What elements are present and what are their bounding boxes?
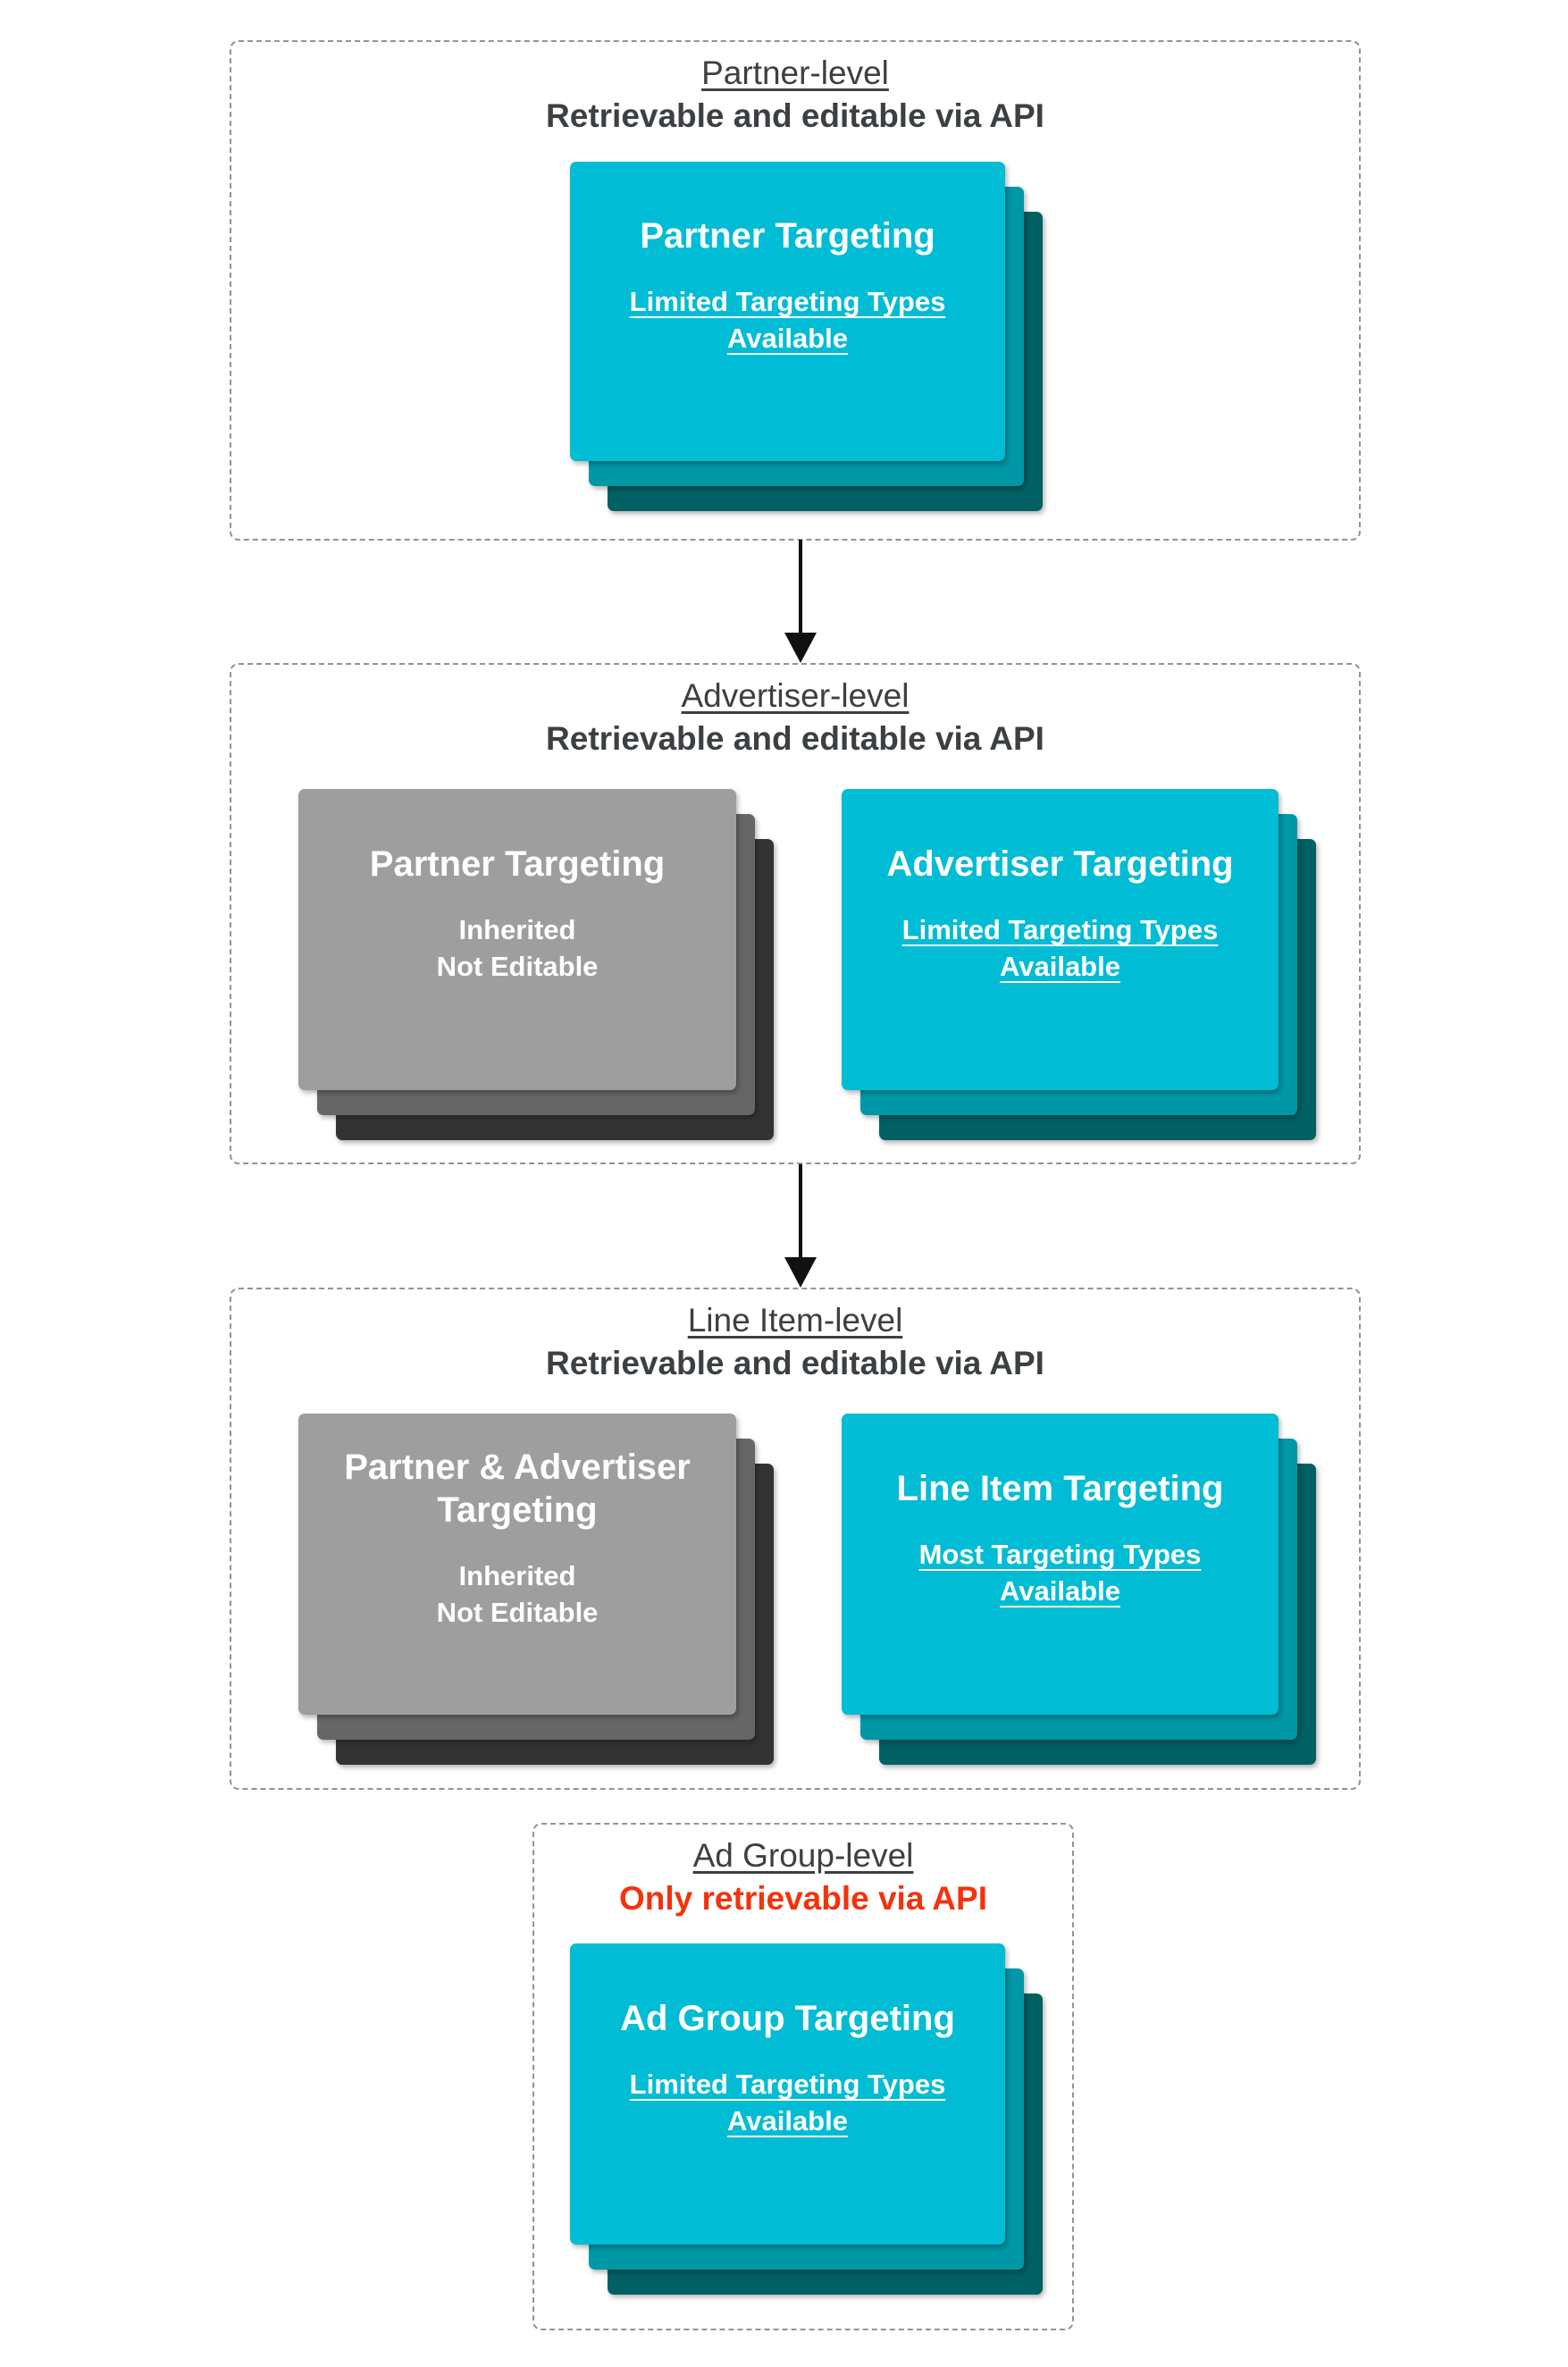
flow-arrow-advertiser-to-lineitem <box>784 1164 817 1288</box>
card-heading: Partner Targeting <box>369 844 666 884</box>
partner-targeting-card: Partner Targeting Limited Targeting Type… <box>570 162 1005 461</box>
arrow-line <box>799 540 802 634</box>
flow-arrow-partner-to-advertiser <box>784 540 817 663</box>
ad-group-level-title: Ad Group-level <box>692 1837 914 1874</box>
inherited-partner-advertiser-targeting-card-stack: Partner & Advertiser Targeting Inherited… <box>298 1414 774 1765</box>
card-heading: Line Item Targeting <box>896 1469 1224 1508</box>
inherited-partner-targeting-card: Partner Targeting Inherited Not Editable <box>298 789 736 1090</box>
ad-group-targeting-card-stack: Ad Group Targeting Limited Targeting Typ… <box>570 1943 1043 2295</box>
line-item-targeting-card: Line Item Targeting Most Targeting Types… <box>842 1414 1279 1715</box>
partner-level-box: Partner-level Retrievable and editable v… <box>230 40 1361 541</box>
advertiser-targeting-card-stack: Advertiser Targeting Limited Targeting T… <box>842 789 1316 1140</box>
ad-group-level-subtitle: Only retrievable via API <box>619 1880 987 1917</box>
card-heading: Advertiser Targeting <box>886 844 1234 884</box>
line-item-level-box: Line Item-level Retrievable and editable… <box>230 1288 1361 1790</box>
partner-targeting-card-stack: Partner Targeting Limited Targeting Type… <box>570 162 1043 511</box>
advertiser-level-box: Advertiser-level Retrievable and editabl… <box>230 663 1361 1164</box>
line-item-level-title: Line Item-level <box>687 1302 903 1339</box>
line-item-targeting-card-stack: Line Item Targeting Most Targeting Types… <box>842 1414 1316 1765</box>
card-heading: Partner Targeting <box>640 216 935 256</box>
card-heading: Partner & Advertiser Targeting <box>344 1448 691 1530</box>
advertiser-targeting-card: Advertiser Targeting Limited Targeting T… <box>842 789 1279 1090</box>
ad-group-targeting-card: Ad Group Targeting Limited Targeting Typ… <box>570 1943 1005 2245</box>
card-body: Most Targeting Types Available <box>918 1539 1202 1607</box>
ad-group-level-box: Ad Group-level Only retrievable via API … <box>532 1823 1074 2330</box>
card-heading: Ad Group Targeting <box>620 1999 955 2038</box>
inherited-partner-advertiser-targeting-card: Partner & Advertiser Targeting Inherited… <box>298 1414 736 1715</box>
card-body: Limited Targeting Types Available <box>629 286 946 355</box>
card-body: Limited Targeting Types Available <box>629 2069 946 2137</box>
advertiser-level-title: Advertiser-level <box>681 677 910 714</box>
advertiser-level-subtitle: Retrievable and editable via API <box>546 720 1044 757</box>
partner-level-title: Partner-level <box>701 55 889 91</box>
card-body: Inherited Not Editable <box>436 1559 599 1628</box>
arrow-line <box>799 1164 802 1258</box>
partner-level-subtitle: Retrievable and editable via API <box>546 97 1044 134</box>
inherited-partner-targeting-card-stack: Partner Targeting Inherited Not Editable <box>298 789 774 1140</box>
card-body: Inherited Not Editable <box>436 914 599 983</box>
arrow-head-icon <box>784 633 817 663</box>
card-body: Limited Targeting Types Available <box>901 914 1219 983</box>
line-item-level-subtitle: Retrievable and editable via API <box>546 1345 1044 1381</box>
arrow-head-icon <box>784 1257 817 1288</box>
